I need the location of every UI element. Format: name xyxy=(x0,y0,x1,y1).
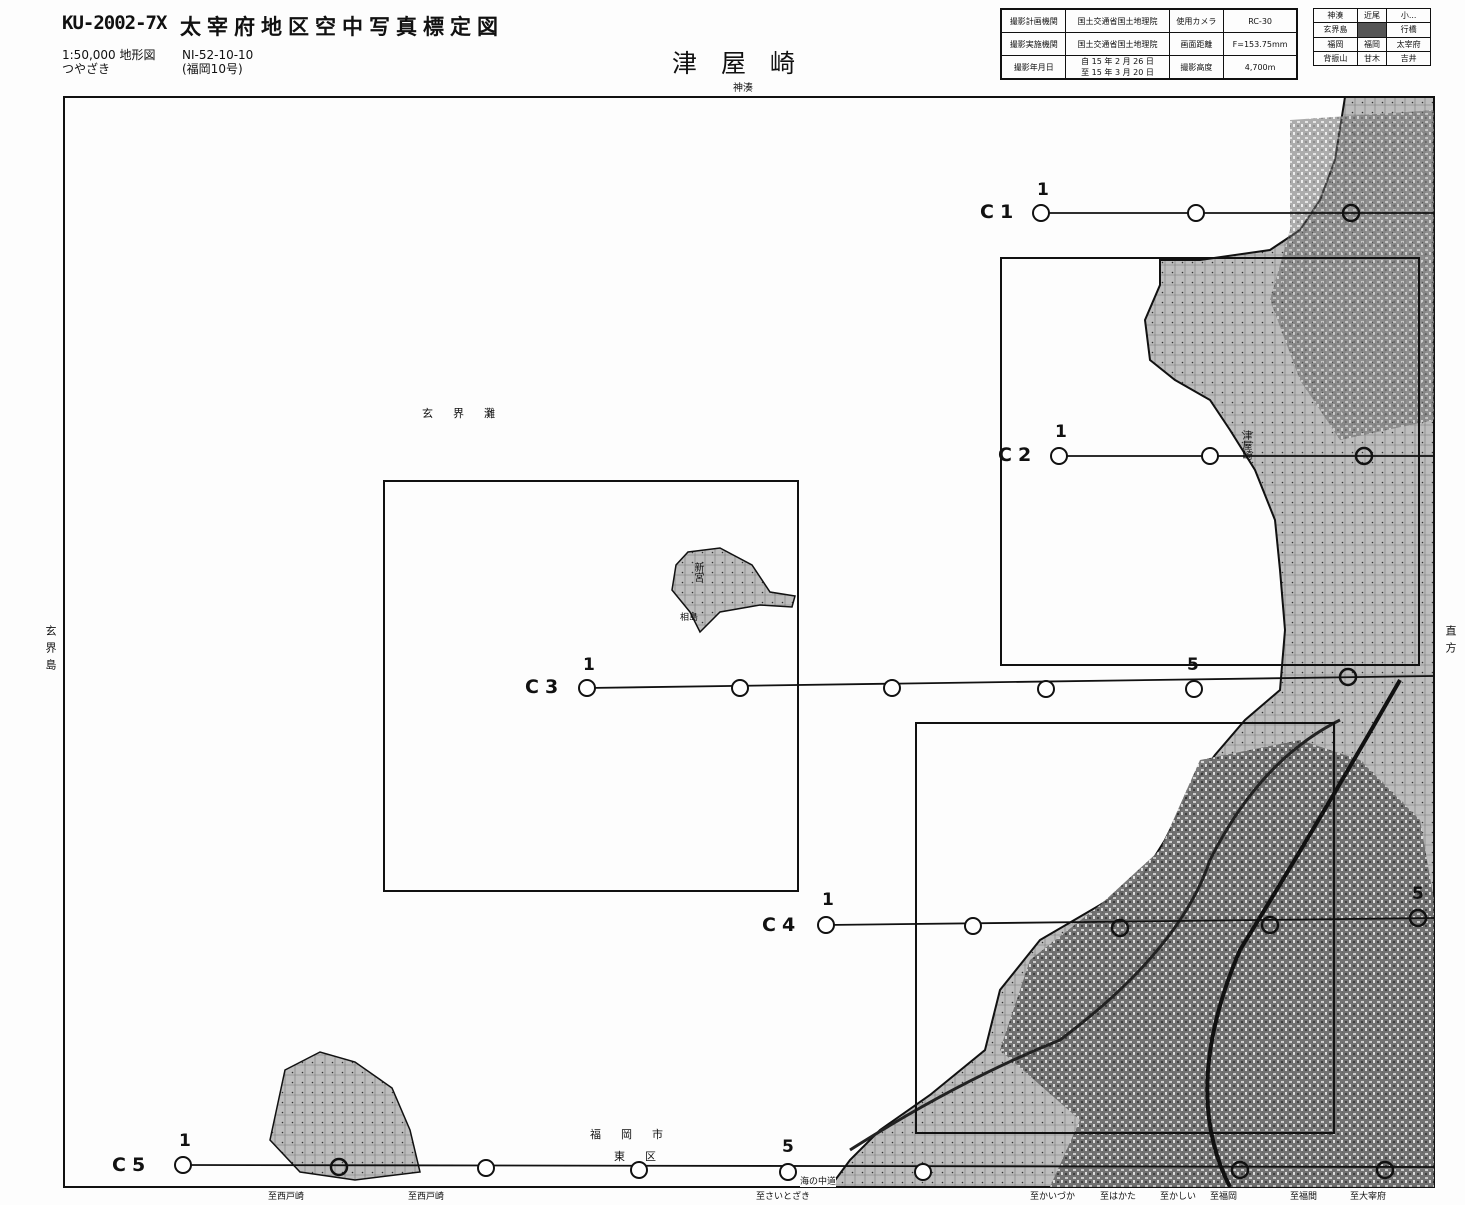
photo-point[interactable] xyxy=(1185,680,1203,698)
photo-point[interactable] xyxy=(731,679,749,697)
photo-point[interactable] xyxy=(1375,1160,1395,1180)
photo-point[interactable] xyxy=(964,917,982,935)
bottom-label: 至大宰府 xyxy=(1350,1192,1387,1202)
ainoshima-island xyxy=(671,547,796,634)
strip-label-c5: C5 xyxy=(112,1154,152,1176)
strip-label-c1: C1 xyxy=(980,201,1020,223)
flight-strip-c3 xyxy=(578,667,1435,698)
map-reading: つやざき xyxy=(62,62,111,76)
index-cell-current xyxy=(1356,22,1388,38)
urban-area xyxy=(1000,740,1434,1187)
scale-line: 1:50,000 地形図 xyxy=(62,48,156,62)
bottom-label: 至福間 xyxy=(1290,1192,1318,1202)
photo-point[interactable] xyxy=(1037,680,1055,698)
photo-point[interactable] xyxy=(1260,915,1280,935)
left-edge-label: 玄界島 xyxy=(44,625,57,676)
shikanoshima-island xyxy=(269,1051,421,1181)
photo-info-table: 撮影計画機関 国土交通省国土地理院 使用カメラ RC-30 撮影実施機関 国土交… xyxy=(1000,8,1298,80)
altitude-label: 撮影高度 xyxy=(1168,55,1225,80)
bottom-label: 至西戸崎 xyxy=(268,1192,305,1202)
city-label: 福岡市 xyxy=(590,1128,683,1141)
strip-label-c2: C2 xyxy=(998,444,1038,466)
railway-line xyxy=(1205,679,1402,1188)
bottom-label: 至はかた xyxy=(1100,1192,1137,1202)
place-label-tsuyazaki: 津屋崎 xyxy=(1240,430,1251,460)
bottom-label: 至かいづか xyxy=(1030,1192,1076,1202)
photo-point[interactable] xyxy=(1230,1160,1250,1180)
implementing-agency: 国土交通省国土地理院 xyxy=(1065,32,1170,56)
photo-point[interactable] xyxy=(1050,447,1068,465)
flight-strip-c4 xyxy=(817,908,1435,938)
region-code: (福岡10号) xyxy=(182,62,243,76)
photo-point[interactable] xyxy=(1341,203,1361,223)
map-code: NI-52-10-10 xyxy=(182,48,254,62)
index-cell: 行橋 xyxy=(1386,22,1431,38)
photo-point[interactable] xyxy=(1110,918,1130,938)
bottom-label: 至西戸崎 xyxy=(408,1192,445,1202)
top-edge-label: 神湊 xyxy=(733,83,753,94)
strip-start-number: 1 xyxy=(1037,180,1049,200)
adjacent-sheet-index: 神湊近尾小... 玄界島行橋 福岡福岡太宰府 背振山甘木吉井 xyxy=(1313,7,1431,67)
photo-point[interactable] xyxy=(1408,908,1428,928)
photo-point[interactable] xyxy=(1201,447,1219,465)
photo-point[interactable] xyxy=(779,1163,797,1181)
photo-point[interactable] xyxy=(630,1161,648,1179)
photo-point[interactable] xyxy=(578,679,596,697)
flight-strip-c2 xyxy=(1050,446,1434,466)
photo-point[interactable] xyxy=(1032,204,1050,222)
strip-label-c4: C4 xyxy=(762,914,802,936)
strip-end-number: 5 xyxy=(1412,884,1424,904)
flight-strip-c5 xyxy=(174,1156,1435,1181)
photo-point[interactable] xyxy=(1187,204,1205,222)
photo-point[interactable] xyxy=(1338,667,1358,687)
strip-start-number: 1 xyxy=(179,1131,191,1151)
strip-line xyxy=(586,675,1435,689)
photo-point[interactable] xyxy=(174,1156,192,1174)
photo-coverage-frame-1 xyxy=(1000,257,1420,666)
altitude: 4,700m xyxy=(1223,55,1298,80)
sheet-id: KU-2002-7X xyxy=(62,12,167,34)
implementing-agency-label: 撮影実施機関 xyxy=(1000,32,1067,56)
photo-coverage-frame-3 xyxy=(915,722,1335,1134)
strip-label-c3: C3 xyxy=(525,676,565,698)
bottom-label: 至さいとざき xyxy=(756,1192,811,1202)
date-from: 自 15 年 2 月 26 日 xyxy=(1081,57,1154,66)
ward-label: 東区 xyxy=(614,1150,676,1163)
focal-label: 画面距離 xyxy=(1168,32,1225,56)
strip-end-number: 5 xyxy=(782,1137,794,1157)
index-cell: 背振山 xyxy=(1313,50,1358,67)
photo-coverage-frame-2 xyxy=(383,480,799,892)
strip-start-number: 1 xyxy=(822,890,834,910)
flight-strip-c1 xyxy=(1032,203,1434,223)
place-label-shingu: 新宮 xyxy=(692,562,703,582)
photo-point[interactable] xyxy=(914,1163,932,1181)
photo-point[interactable] xyxy=(477,1159,495,1177)
map-name: 津屋崎 xyxy=(672,49,820,78)
strip-start-number: 1 xyxy=(1055,422,1067,442)
strip-line xyxy=(182,1164,1435,1168)
date-to: 至 15 年 3 月 20 日 xyxy=(1081,68,1154,77)
sheet-title: 太宰府地区空中写真標定図 xyxy=(180,15,504,39)
urban-area-north xyxy=(1270,110,1434,440)
bottom-label: 至福岡 xyxy=(1210,1192,1238,1202)
index-cell: 吉井 xyxy=(1386,50,1431,67)
bottom-label: 海の中道 xyxy=(800,1174,837,1187)
bottom-label: 至かしい xyxy=(1160,1192,1197,1202)
index-cell: 福岡 xyxy=(1313,36,1358,52)
place-label-ainoshima: 相島 xyxy=(680,613,699,623)
photo-point[interactable] xyxy=(1354,446,1374,466)
photo-point[interactable] xyxy=(329,1157,349,1177)
strip-line xyxy=(825,917,1435,926)
strip-start-number: 1 xyxy=(583,655,595,675)
highway-line xyxy=(849,718,1341,1152)
photo-point[interactable] xyxy=(883,679,901,697)
photo-point[interactable] xyxy=(817,916,835,934)
right-edge-label: 直方 xyxy=(1444,625,1457,659)
focal: F=153.75mm xyxy=(1223,32,1298,56)
date-label: 撮影年月日 xyxy=(1000,55,1067,80)
strip-end-number: 5 xyxy=(1187,655,1199,675)
camera: RC-30 xyxy=(1223,8,1298,33)
sea-label: 玄界灘 xyxy=(422,407,515,420)
